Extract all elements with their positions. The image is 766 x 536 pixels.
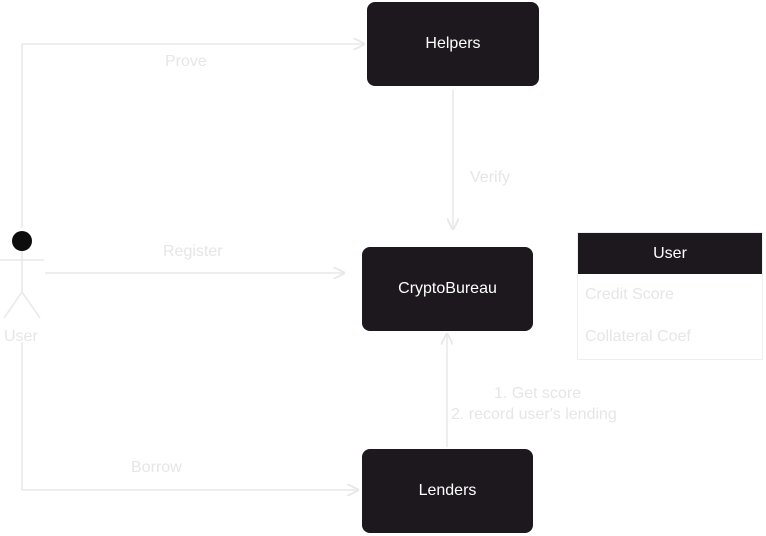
user-entity-title: User [578,233,762,274]
user-actor-icon [0,231,44,319]
edge-label-register: Register [163,243,223,260]
entity-field-credit-score: Credit Score [585,286,674,303]
user-entity-card[interactable]: User Credit Score Collateral Coef [577,232,763,360]
entity-field-collateral-coef: Collateral Coef [585,328,691,345]
edge-label-verify: Verify [470,169,511,186]
helpers-node[interactable]: Helpers [367,2,539,86]
lenders-node[interactable]: Lenders [362,449,533,533]
cryptobureau-node[interactable]: CryptoBureau [362,247,533,331]
edge-label-get-score: 1. Get score [494,385,582,402]
edge-borrow [21,342,358,490]
edge-prove [21,44,364,228]
user-actor-label: User [4,328,38,345]
edge-label-borrow: Borrow [131,459,182,476]
edge-label-record-lending: 2. record user's lending [451,406,617,423]
edge-label-prove: Prove [165,53,207,70]
